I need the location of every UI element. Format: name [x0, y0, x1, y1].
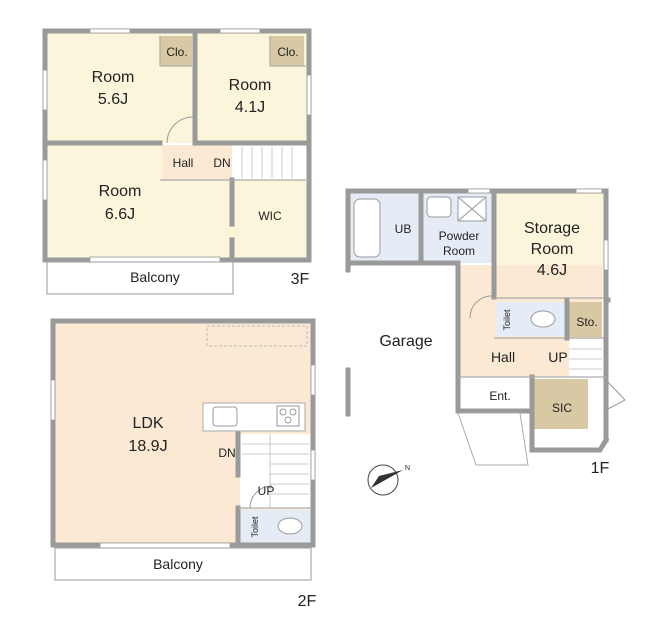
room-5-6j-name: Room [92, 69, 135, 86]
stove-icon [276, 405, 300, 427]
stairs-1f [569, 339, 602, 377]
balcony-2f-area [54, 547, 312, 581]
room-5-6j-size: 5.6J [98, 91, 128, 108]
powder-room-label-1: Powder [439, 229, 480, 243]
hall-1f-label: Hall [491, 349, 515, 365]
wic-area [233, 180, 307, 258]
stairs-2f-dn-label: DN [218, 446, 235, 460]
toilet-1f-icon [530, 310, 556, 328]
entrance-label: Ent. [489, 389, 510, 403]
floor-1f: Garage UB Powder Room Storage Room 4.6J … [345, 188, 626, 477]
hall-3f-area [162, 145, 232, 180]
powder-room-label-2: Room [443, 244, 475, 258]
north-arrow-icon: N [367, 464, 410, 496]
sic-label: SIC [552, 401, 572, 415]
stairs-3f [232, 145, 307, 180]
floor-3f-label: 3F [291, 271, 310, 288]
floor-2f-label: 2F [298, 593, 317, 610]
floor-3f: Room 5.6J Room 4.1J Room 6.6J Clo. Clo. … [42, 28, 312, 295]
closet-1-label: Clo. [166, 45, 187, 59]
upper-cabinet [206, 325, 308, 347]
floor-2f: LDK 18.9J DN UP Toilet Balcony 2F [50, 318, 317, 610]
sic-area [534, 379, 588, 429]
balcony-3f-label: Balcony [130, 269, 180, 285]
ub-label: UB [395, 222, 412, 236]
wic-label: WIC [258, 209, 282, 223]
stairs-3f-label: DN [213, 156, 230, 170]
door-1f-outside [605, 378, 626, 411]
toilet-2f-label: Toilet [250, 516, 260, 538]
balcony-2f-label: Balcony [153, 556, 203, 572]
stairs-2f [240, 434, 311, 509]
toilet-1f-label: Toilet [502, 309, 512, 331]
storage-room-label-2: Room [531, 241, 574, 258]
closet-1-area [160, 36, 192, 66]
ldk-size: 18.9J [128, 438, 167, 455]
closet-2-area [270, 36, 304, 66]
storage-room-size: 4.6J [537, 262, 567, 279]
entrance-step [457, 412, 529, 466]
room-6-6j-size: 6.6J [105, 206, 135, 223]
room-4-1j-name: Room [229, 77, 272, 94]
stair-treads-2f [242, 434, 309, 509]
storage-room-label-1: Storage [524, 220, 580, 237]
room-4-1j-size: 4.1J [235, 99, 265, 116]
balcony-3f-area [46, 261, 234, 295]
stair-treads-3f [241, 147, 293, 178]
hall-3f-label: Hall [173, 156, 194, 170]
garage-label: Garage [379, 333, 432, 350]
room-6-6j-name: Room [99, 183, 142, 200]
bathtub-icon [353, 198, 381, 258]
sink-icon [212, 406, 238, 427]
floor-1f-label: 1F [591, 460, 610, 477]
ldk-name: LDK [132, 415, 163, 432]
sto-area [569, 302, 602, 337]
sto-label: Sto. [576, 315, 597, 329]
stairs-2f-up-label: UP [258, 484, 275, 498]
stairs-1f-up-label: UP [548, 349, 567, 365]
washbasin-icon [426, 196, 452, 218]
svg-text:N: N [405, 465, 410, 472]
toilet-2f-icon [277, 517, 303, 535]
closet-2-label: Clo. [277, 45, 298, 59]
entrance-area [460, 379, 532, 411]
